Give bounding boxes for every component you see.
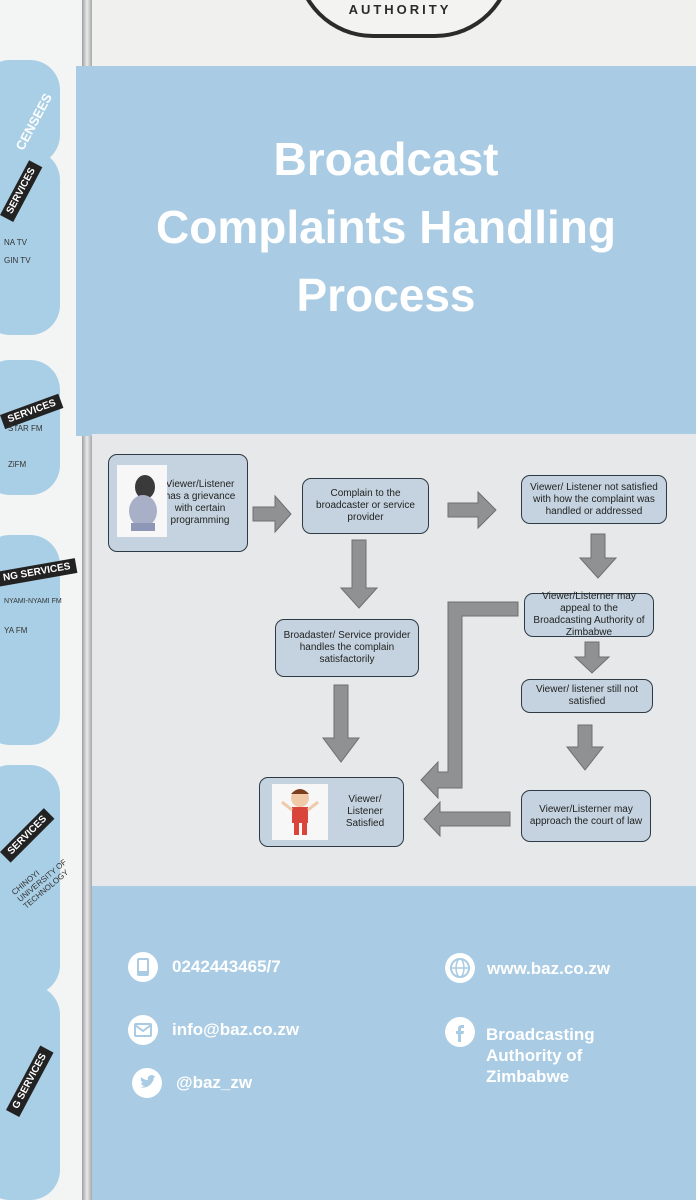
node-not-satisfied: Viewer/ Listener not satisfied with how … (521, 475, 667, 524)
node-text: Viewer/Listerner may approach the court … (529, 804, 643, 827)
panel-item: ZiFM (8, 460, 27, 469)
node-text: Viewer/Listener has a grievance with cer… (164, 479, 236, 526)
node-text: Viewer/ listener still not satisfied (535, 684, 639, 707)
arrow-down (339, 539, 379, 609)
facebook-name-line: Zimbabwe (486, 1067, 570, 1086)
node-court: Viewer/Listerner may approach the court … (521, 790, 651, 842)
email-icon (128, 1015, 158, 1045)
page-title-line2: Complaints Handling (156, 201, 616, 253)
arrow-right (447, 490, 497, 530)
twitter-icon (132, 1068, 162, 1098)
node-text: Viewer/ Listener Satisfied (345, 794, 385, 829)
node-appeal: Viewer/Listerner may appeal to the Broad… (524, 591, 654, 638)
facebook-name-line: Broadcasting (486, 1025, 595, 1044)
panel-item: STAR FM (8, 424, 43, 433)
arrow-left (423, 800, 511, 838)
happy-person-illustration (272, 784, 328, 840)
panel-item: YA FM (4, 626, 28, 635)
stand-pole (82, 0, 92, 1200)
page-title-line1: Broadcast (273, 133, 499, 185)
node-text: Broadaster/ Service provider handles the… (283, 630, 411, 665)
website-url: www.baz.co.zw (487, 959, 611, 978)
facebook-name: Broadcasting Authority of Zimbabwe (486, 1024, 595, 1087)
panel-item: GIN TV (4, 256, 31, 265)
node-text: Viewer/ Listener not satisfied with how … (530, 481, 658, 517)
node-handles: Broadaster/ Service provider handles the… (275, 619, 419, 677)
panel-blue-block (0, 765, 60, 995)
globe-icon (445, 953, 475, 983)
contact-band (92, 886, 696, 1200)
node-text: Complain to the broadcaster or service p… (316, 488, 415, 523)
page-title-line3: Process (296, 269, 476, 321)
node-complain: Complain to the broadcaster or service p… (302, 478, 429, 534)
panel-blue-block (0, 60, 60, 165)
email-address: info@baz.co.zw (172, 1020, 300, 1039)
panel-item: NYAMI-NYAMI FM (4, 598, 62, 605)
phone-number: 0242443465/7 (172, 957, 281, 976)
phone-icon (128, 952, 158, 982)
logo-text: AUTHORITY (348, 2, 452, 17)
arrow-down (578, 533, 618, 579)
facebook-name-line: Authority of (486, 1046, 583, 1065)
title-band (76, 66, 696, 436)
node-grievance: Viewer/Listener has a grievance with cer… (108, 454, 248, 552)
twitter-handle: @baz_zw (176, 1073, 253, 1092)
node-still-not-satisfied: Viewer/ listener still not satisfied (521, 679, 653, 713)
adjacent-panel: CENSEES SERVICES SERVICES NG SERVICES SE… (0, 0, 85, 1200)
facebook-icon (445, 1017, 475, 1047)
arrow-down (573, 641, 611, 674)
arrow-elbow (420, 601, 519, 800)
arrow-down (565, 724, 605, 771)
panel-blue-block (0, 360, 60, 495)
arrow-down (322, 684, 360, 763)
panel-item: NA TV (4, 238, 27, 247)
node-satisfied: Viewer/ Listener Satisfied (259, 777, 404, 847)
node-text: Viewer/Listerner may appeal to the Broad… (533, 591, 645, 638)
sad-person-illustration (117, 465, 167, 537)
arrow-right (252, 494, 292, 534)
